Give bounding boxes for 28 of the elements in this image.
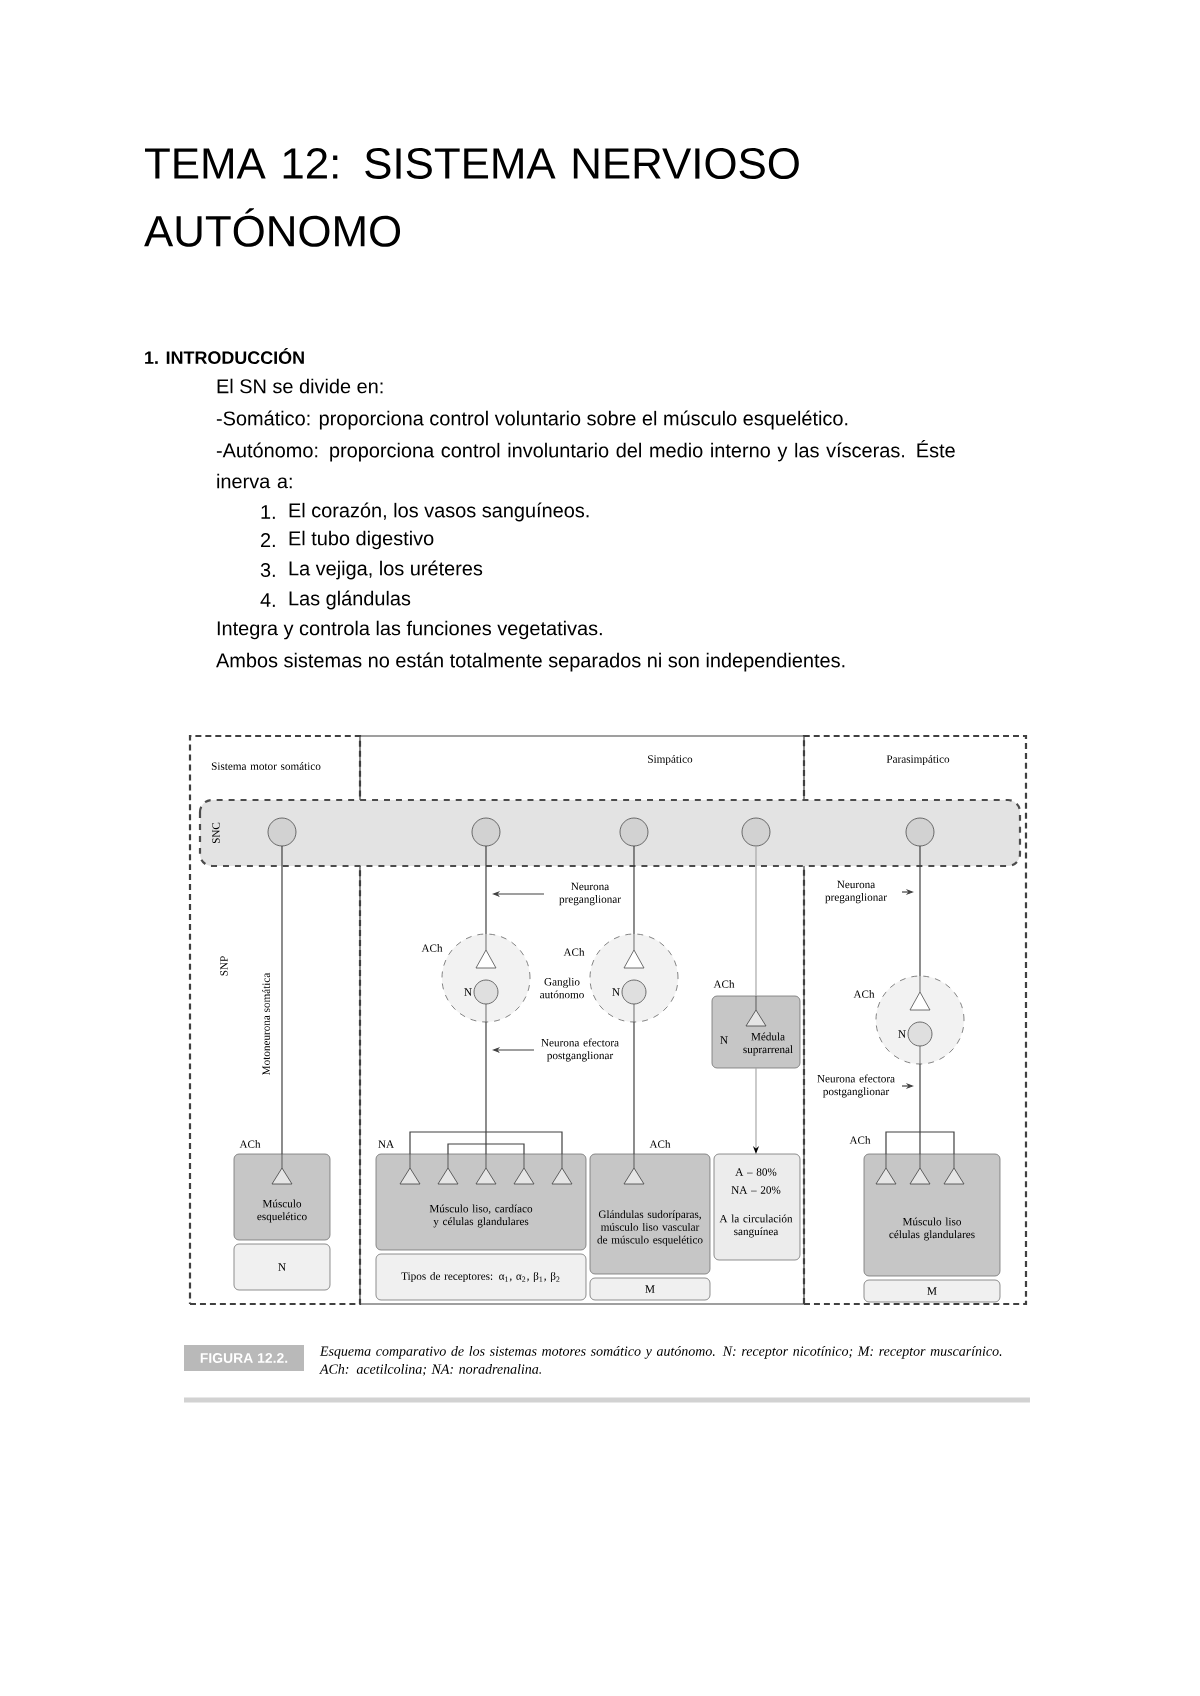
body-text: -Autónomo: proporciona control involuntario del medio interno y las vísceras. Éste inerva a:: [216, 440, 955, 489]
nerve-fiber: [919, 845, 921, 977]
list-number: 1.: [261, 505, 275, 519]
list-item: La vejiga, los uréteres: [289, 560, 483, 580]
body-text: Integra y controla las funciones vegetativas.: [217, 620, 602, 640]
list-item: El corazón, los vasos sanguíneos.: [289, 502, 589, 522]
list-number: 3.: [260, 562, 275, 578]
title: TEMA 12: SISTEMA NERVIOSO AUTÓNOMO: [144, 148, 799, 247]
neuron-body-icon: [267, 817, 297, 847]
nerve-fiber: [485, 845, 487, 935]
body-text: -Somático: proporciona control voluntario sobre el músculo esquelético.: [216, 410, 848, 430]
neuron-body-icon: [741, 817, 771, 847]
body-text: Ambos sistemas no están totalmente separados ni son independientes.: [216, 652, 845, 672]
nerve-fiber: [633, 1021, 635, 1155]
nerve-fiber: [281, 845, 283, 1155]
neuron-body-icon: [471, 817, 501, 847]
nerve-fiber: [919, 1063, 921, 1155]
neuron-body-icon: [619, 817, 649, 847]
list-item: El tubo digestivo: [289, 530, 434, 550]
section-heading: 1. INTRODUCCIÓN: [145, 347, 304, 365]
body-text: El SN se divide en:: [217, 378, 383, 394]
nerve-fiber: [633, 845, 635, 935]
list-item: Las glándulas: [289, 590, 411, 610]
list-number: 2.: [261, 533, 275, 547]
neuron-body-icon: [905, 817, 935, 847]
nerve-fiber: [755, 845, 757, 997]
list-number: 4.: [260, 593, 275, 607]
nerve-fiber: [485, 1021, 487, 1155]
